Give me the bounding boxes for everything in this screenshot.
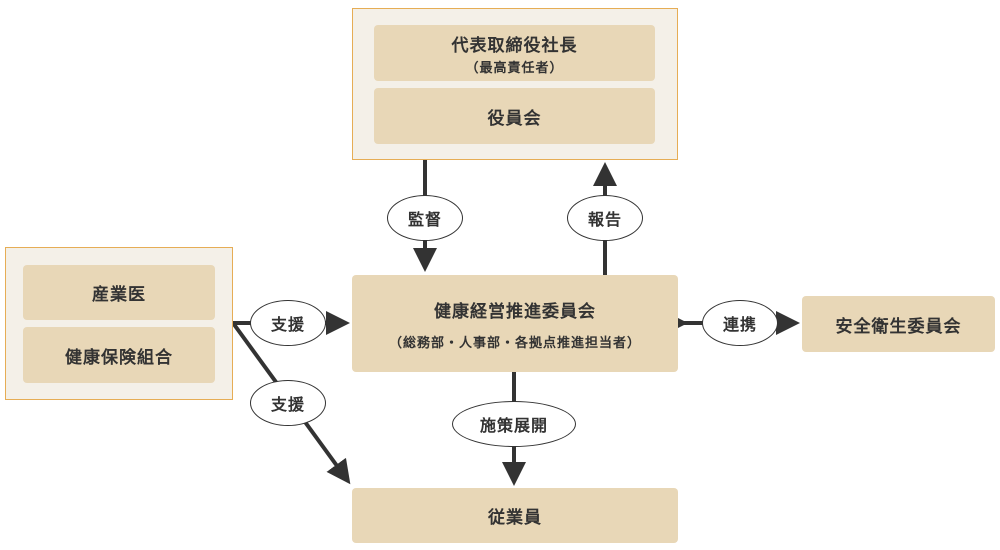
doctor-label: 産業医 — [92, 285, 146, 305]
deploy-label: 施策展開 — [452, 401, 576, 447]
ceo-box: 代表取締役社長 （最高責任者） — [374, 25, 655, 81]
report-label: 報告 — [567, 195, 643, 241]
safety-committee-label: 安全衛生委員会 — [835, 316, 962, 337]
safety-committee-box: 安全衛生委員会 — [802, 296, 995, 352]
ceo-sub-label: （最高責任者） — [465, 60, 564, 76]
support-label-employees: 支援 — [250, 380, 326, 426]
insurance-box: 健康保険組合 — [23, 327, 215, 383]
doctor-box: 産業医 — [23, 265, 215, 320]
board-label: 役員会 — [487, 108, 542, 129]
committee-title: 健康経営推進委員会 — [434, 301, 596, 322]
support-label-committee: 支援 — [250, 300, 326, 346]
committee-sub: （総務部・人事部・各拠点推進担当者） — [388, 335, 641, 351]
supervise-label: 監督 — [387, 195, 463, 241]
ceo-label: 代表取締役社長 — [451, 35, 578, 56]
insurance-label: 健康保険組合 — [65, 347, 173, 368]
cooperate-label: 連携 — [702, 300, 778, 346]
employees-label: 従業員 — [488, 508, 542, 528]
committee-box: 健康経営推進委員会 （総務部・人事部・各拠点推進担当者） — [352, 275, 678, 372]
board-box: 役員会 — [374, 88, 655, 144]
employees-box: 従業員 — [352, 488, 678, 543]
